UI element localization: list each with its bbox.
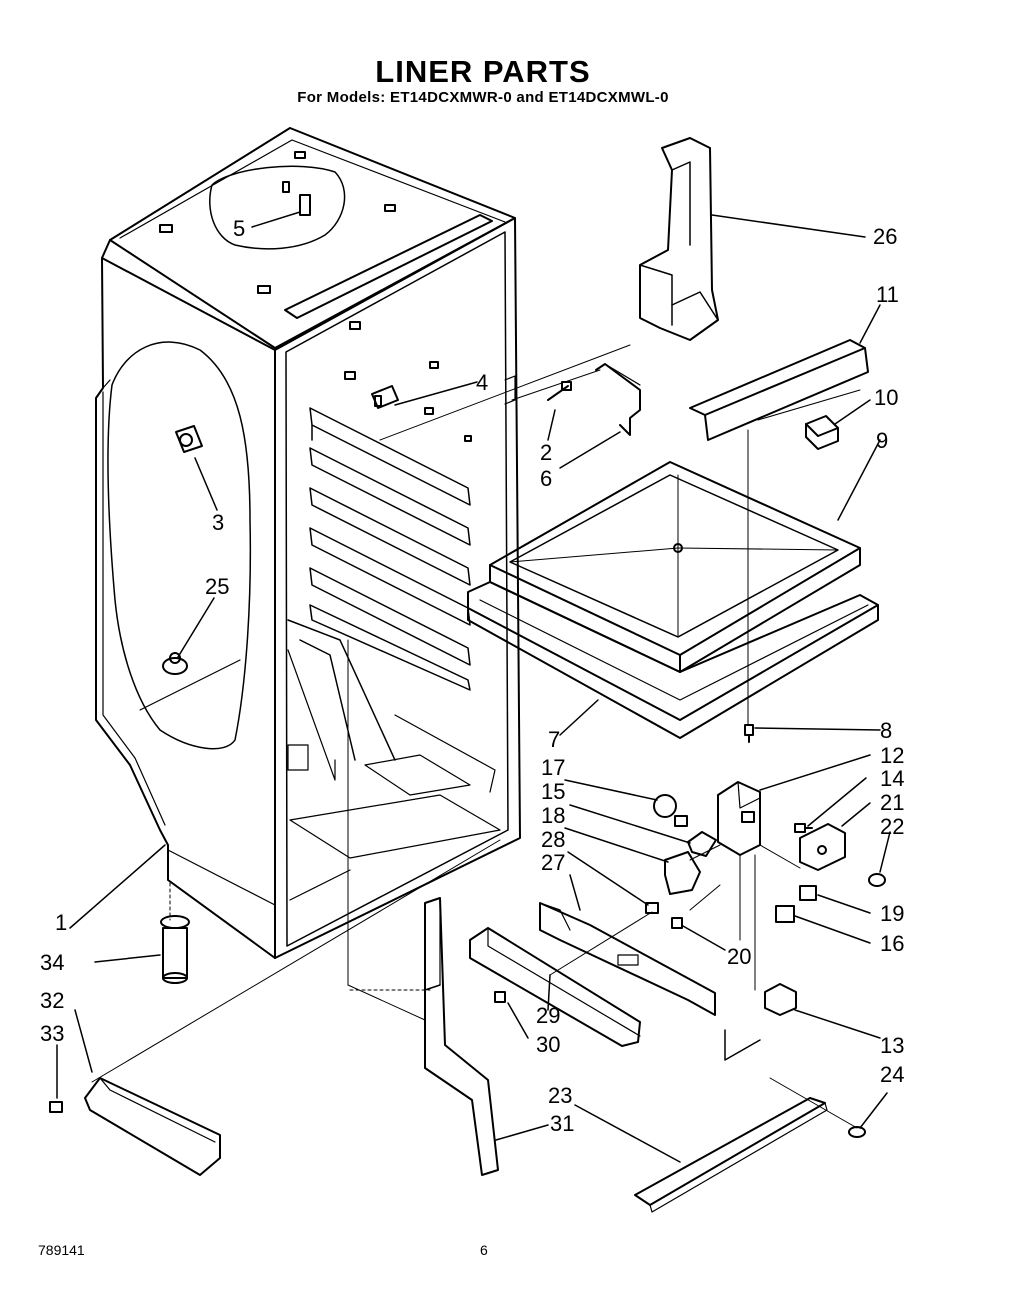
part-31-duct (424, 897, 499, 1176)
part-32-bracket (84, 1077, 221, 1176)
callout-13: 13 (880, 1033, 904, 1058)
callout-9: 9 (876, 428, 888, 453)
part-6-bracket (595, 363, 641, 436)
callout-22: 22 (880, 814, 904, 839)
part-16-switch (775, 905, 795, 923)
part-7-tray (467, 581, 879, 739)
part-26-duct (639, 137, 719, 341)
part-27-bracket (539, 902, 716, 1016)
part-25-knob (162, 652, 188, 675)
callout-31: 31 (550, 1111, 574, 1136)
callout-14: 14 (880, 766, 904, 791)
callout-16: 16 (880, 931, 904, 956)
callout-19: 19 (880, 901, 904, 926)
callout-6: 6 (540, 466, 552, 491)
part-8-screw (744, 724, 754, 743)
diagram-title: LINER PARTS (375, 54, 591, 89)
callout-34: 34 (40, 950, 64, 975)
callout-5: 5 (233, 216, 245, 241)
part-3-socket (175, 425, 203, 453)
drawing-number: 789141 (38, 1242, 85, 1258)
callout-26: 26 (873, 224, 897, 249)
part-17-bulb (653, 794, 688, 827)
part-14-screw (794, 823, 813, 833)
cabinet-liner (95, 127, 521, 959)
callout-29: 29 (536, 1003, 560, 1028)
callout-8: 8 (880, 718, 892, 743)
callout-2: 2 (540, 440, 552, 465)
part-9-shelf (489, 461, 861, 673)
part-2-screw (547, 381, 572, 401)
callout-27: 27 (541, 850, 565, 875)
callout-7: 7 (548, 727, 560, 752)
part-30-screw (494, 991, 506, 1003)
callout-24: 24 (880, 1062, 904, 1087)
part-22-knob (868, 873, 886, 887)
part-29-rail (469, 927, 641, 1047)
part-24-screw (848, 1126, 866, 1138)
callout-33: 33 (40, 1021, 64, 1046)
callout-21: 21 (880, 790, 904, 815)
callout-11: 11 (876, 282, 899, 307)
callout-12: 12 (880, 743, 904, 768)
part-5-clip (282, 181, 311, 216)
part-28-screw (645, 902, 659, 914)
part-12-control-housing (717, 781, 761, 856)
part-11-trim (689, 339, 869, 441)
part-18-clip (664, 851, 701, 895)
callout-17: 17 (541, 755, 565, 780)
part-33-screw (49, 1101, 63, 1113)
callout-labels: 5 26 11 4 10 9 2 6 3 25 7 8 12 17 14 15 … (40, 216, 904, 1136)
part-10-block (805, 415, 839, 450)
callout-28: 28 (541, 827, 565, 852)
callout-20: 20 (727, 944, 751, 969)
callout-1: 1 (55, 910, 67, 935)
part-4-bracket (371, 385, 399, 409)
callout-3: 3 (212, 510, 224, 535)
leader-lines (56, 211, 891, 1163)
callout-15: 15 (541, 779, 565, 804)
assembly-guides (91, 344, 858, 1129)
model-subtitle: For Models: ET14DCXMWR-0 and ET14DCXMWL-… (297, 89, 669, 106)
part-20-screw (671, 917, 683, 929)
callout-30: 30 (536, 1032, 560, 1057)
callout-18: 18 (541, 803, 565, 828)
page-number: 6 (480, 1242, 488, 1258)
callout-10: 10 (874, 385, 898, 410)
callout-25: 25 (205, 574, 229, 599)
callout-32: 32 (40, 988, 64, 1013)
callout-23: 23 (548, 1083, 572, 1108)
part-34-leveler (160, 915, 190, 984)
part-15-socket (687, 831, 717, 857)
part-19-switch (799, 885, 817, 901)
callout-4: 4 (476, 370, 488, 395)
part-21-box (799, 823, 846, 871)
part-23-trim (634, 1097, 828, 1213)
part-13-connector (724, 983, 797, 1061)
